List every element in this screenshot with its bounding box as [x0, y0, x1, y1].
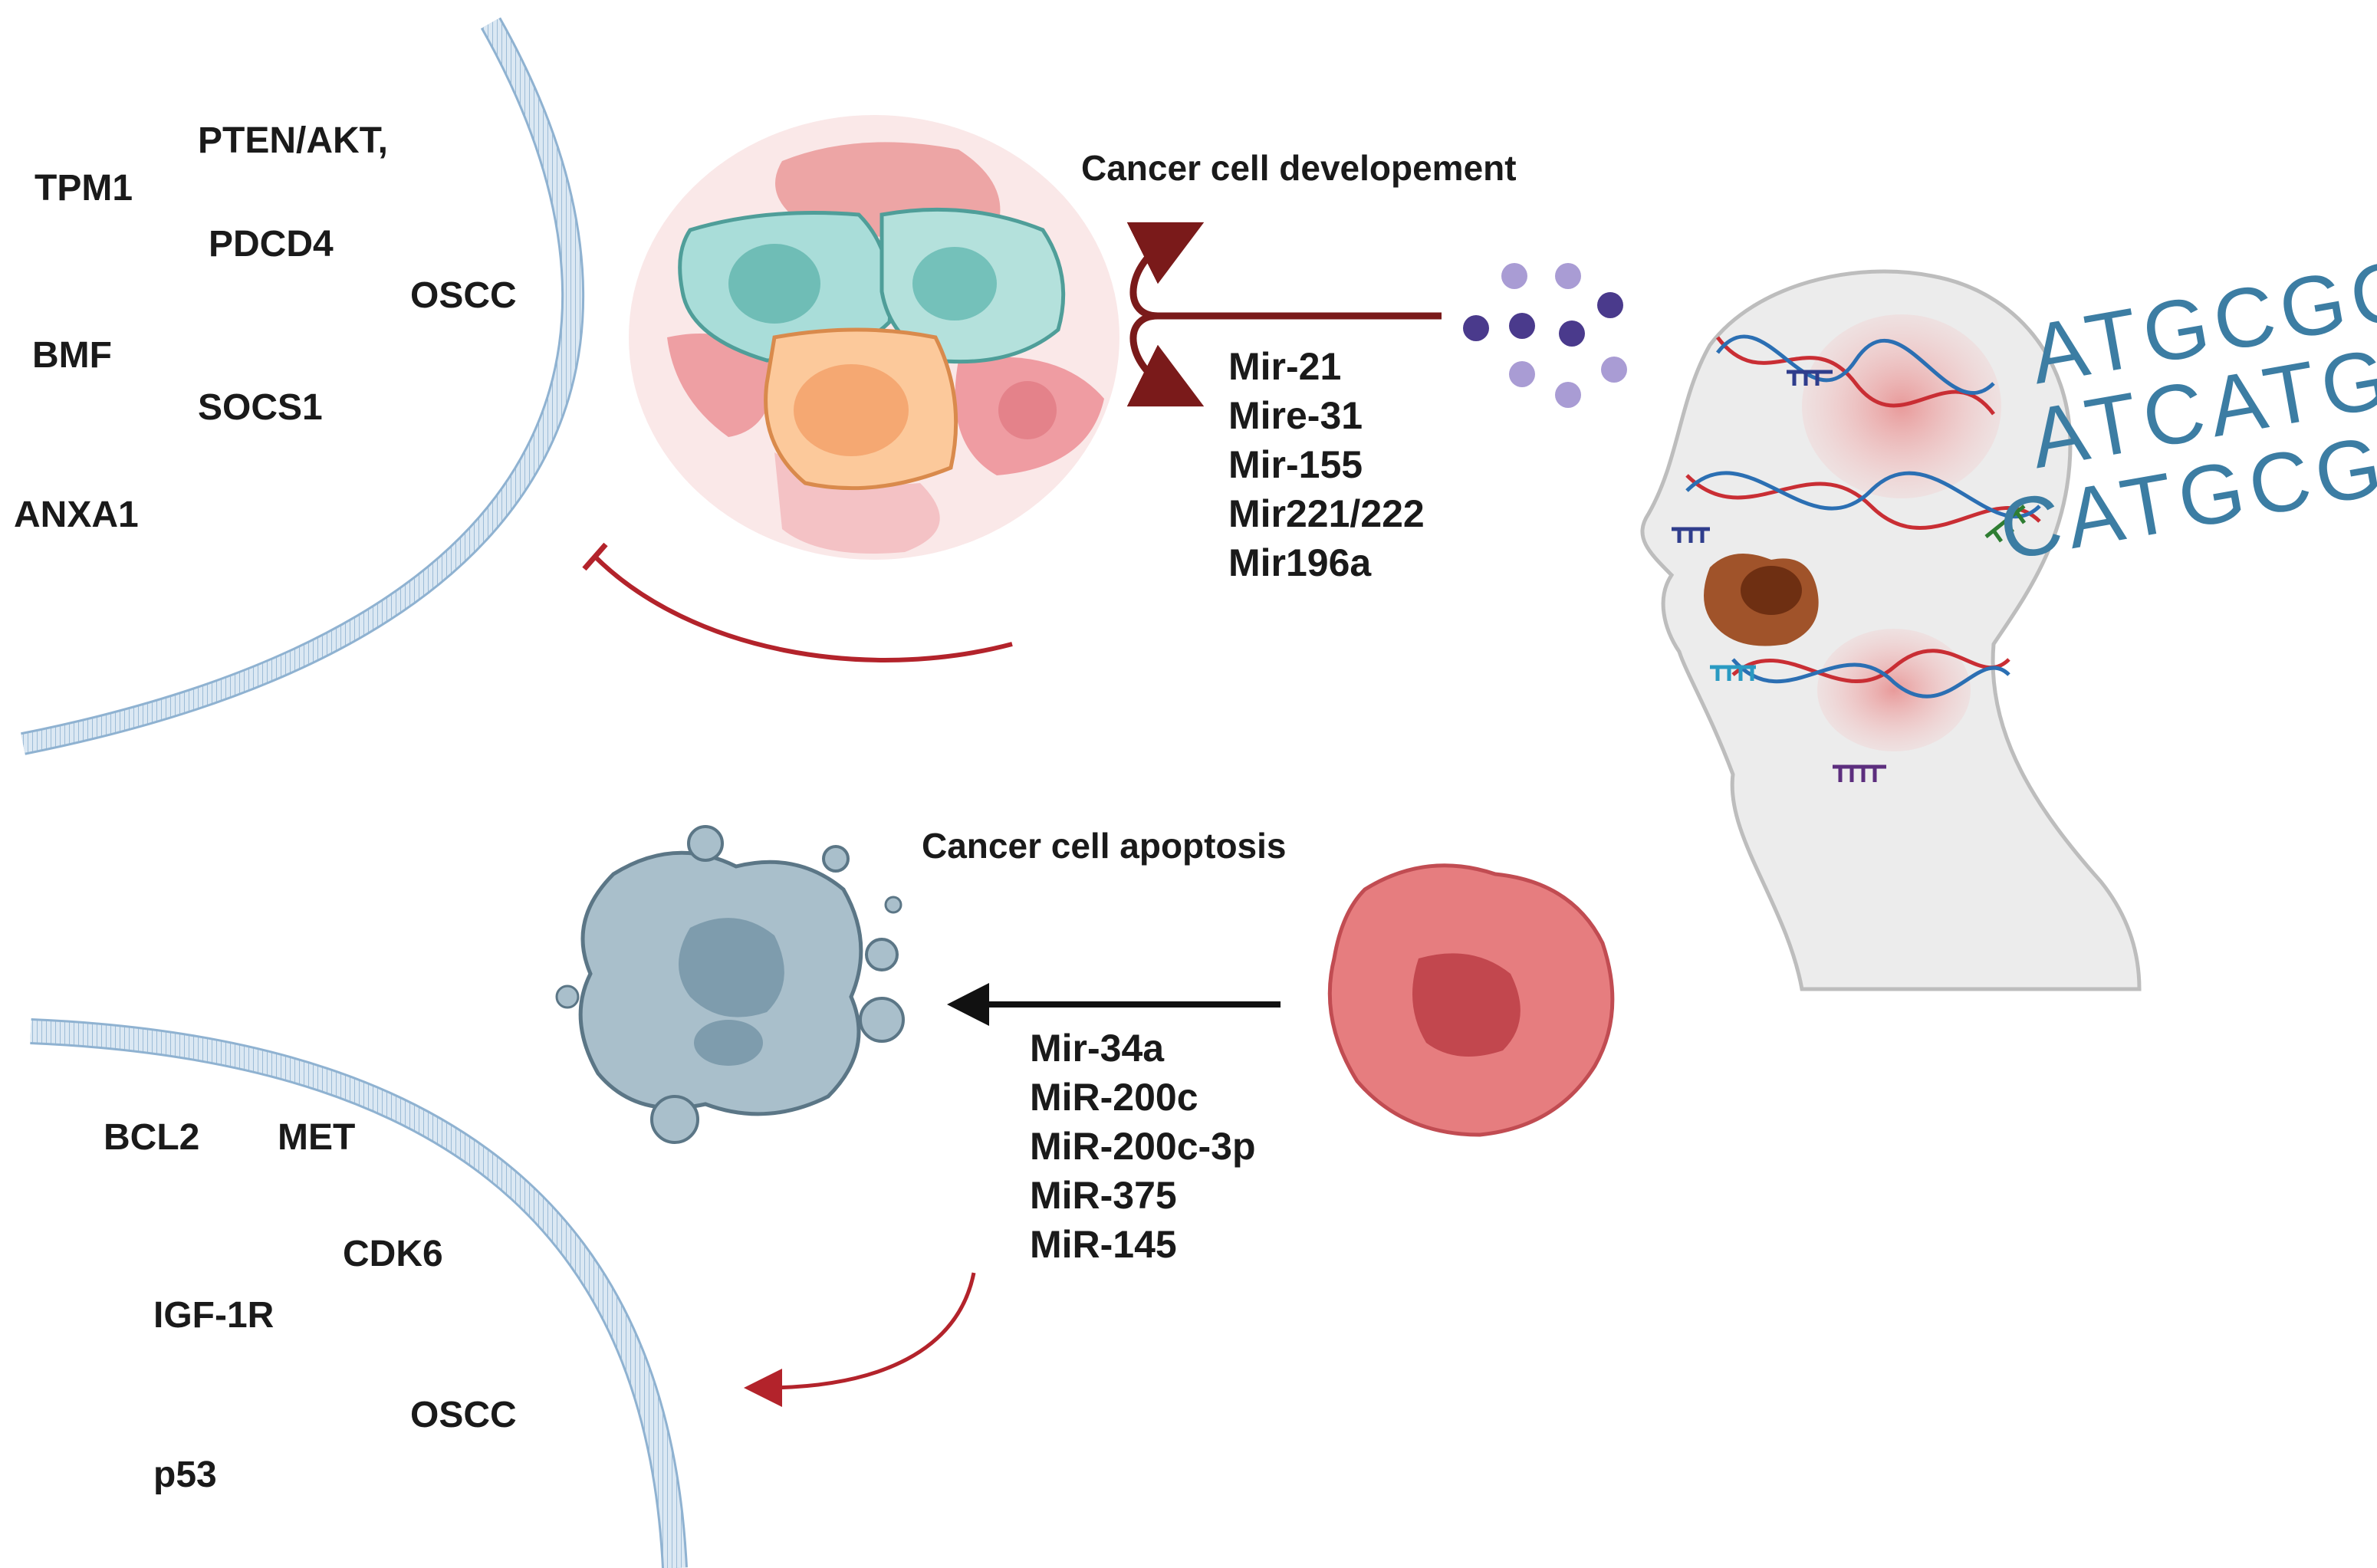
red-tumor-cell — [1327, 863, 1615, 1137]
gene-oscc-upper: OSCC — [410, 275, 517, 316]
oncomir-item: Mir-21 — [1228, 345, 1342, 388]
gene-pten-akt: PTEN/AKT, — [198, 120, 389, 161]
gene-tpm1: TPM1 — [35, 168, 133, 209]
development-arrow — [1126, 222, 1442, 407]
apoptosis-arrow — [947, 983, 1281, 1026]
oncomir-item: Mire-31 — [1228, 394, 1363, 437]
suppressor-mir-item: MiR-200c — [1030, 1076, 1198, 1119]
head-illustration — [1640, 269, 2142, 991]
oncomir-list: Mir-21 Mire-31 Mir-155 Mir221/222 Mir196… — [1228, 342, 1425, 587]
mirna-dots — [1463, 263, 1627, 408]
suppressor-mir-item: Mir-34a — [1030, 1027, 1165, 1070]
inhibition-arc — [582, 542, 1013, 662]
apoptotic-cell — [555, 825, 905, 1144]
gene-pdcd4: PDCD4 — [209, 224, 334, 265]
upper-cell-membrane — [21, 17, 584, 755]
gene-bcl2: BCL2 — [104, 1117, 200, 1158]
suppressor-mir-item: MiR-200c-3p — [1030, 1125, 1256, 1168]
lower-red-arrow — [744, 1272, 976, 1407]
gene-p53: p53 — [153, 1455, 217, 1495]
gene-anxa1: ANXA1 — [14, 495, 139, 535]
oncomir-item: Mir-155 — [1228, 443, 1363, 486]
suppressor-mir-item: MiR-145 — [1030, 1223, 1177, 1266]
suppressor-mir-item: MiR-375 — [1030, 1174, 1177, 1217]
gene-socs1: SOCS1 — [198, 387, 323, 428]
tumor-suppressor-mir-list: Mir-34a MiR-200c MiR-200c-3p MiR-375 MiR… — [1030, 1024, 1256, 1269]
oncomir-item: Mir196a — [1228, 541, 1372, 584]
tumor-cell-cluster — [629, 115, 1119, 560]
oncomir-item: Mir221/222 — [1228, 492, 1425, 535]
gene-bmf: BMF — [32, 335, 112, 376]
gene-met: MET — [278, 1117, 356, 1158]
gene-oscc-lower: OSCC — [410, 1395, 517, 1435]
lower-cell-membrane — [30, 1018, 688, 1568]
title-cancer-cell-development: Cancer cell developement — [1081, 148, 1517, 188]
gene-cdk6: CDK6 — [343, 1234, 443, 1274]
gene-igf1r: IGF-1R — [153, 1295, 275, 1336]
title-cancer-cell-apoptosis: Cancer cell apoptosis — [922, 826, 1287, 866]
